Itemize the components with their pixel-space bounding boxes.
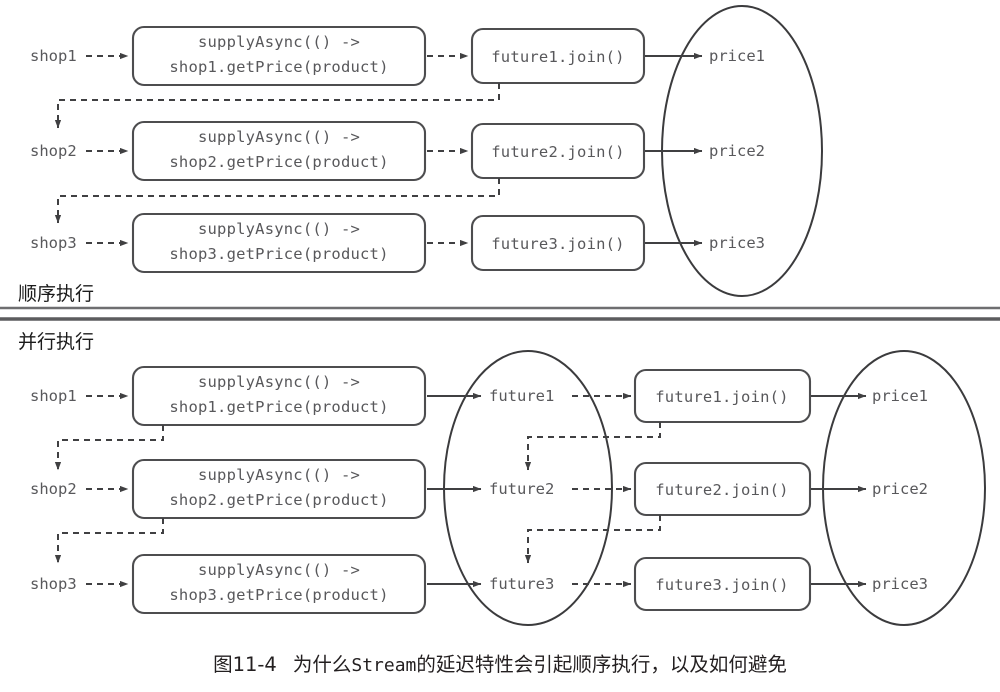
join-label: future1.join() [491,48,624,66]
supply-async-line2: shop3.getPrice(product) [169,245,388,263]
parallel-left-feedback-1 [54,425,164,471]
future-label: future2 [489,480,554,498]
join-box[interactable] [470,122,646,180]
result-label: price2 [872,480,928,498]
result-label: price1 [872,387,928,405]
parallel-row: shop3 supplyAsync(() -> shop3.getPrice(p… [30,553,928,615]
result-label: price2 [709,142,765,160]
caption-number: 图11-4 [213,653,277,676]
supply-async-line1: supplyAsync(() -> [198,373,360,391]
join-label: future2.join() [491,143,624,161]
sequential-section: shop1 supplyAsync(() -> shop1.getPrice(p… [18,5,823,305]
supply-async-line1: supplyAsync(() -> [198,466,360,484]
caption-text-part1: 为什么 [292,653,352,676]
parallel-section: 并行执行 shop1 supplyAsync(() -> shop1.getPr… [18,331,986,626]
parallel-row: shop2 supplyAsync(() -> shop2.getPrice(p… [30,458,928,520]
supply-async-box[interactable] [131,553,427,615]
supply-async-box[interactable] [131,365,427,427]
join-label: future3.join() [491,235,624,253]
source-label: shop1 [30,47,77,65]
supply-async-box[interactable] [131,25,427,87]
caption-text-part2: 的延迟特性会引起顺序执行，以及如何避免 [416,653,787,676]
result-label: price1 [709,47,765,65]
parallel-row: shop1 supplyAsync(() -> shop1.getPrice(p… [30,365,928,427]
future-label: future3 [489,575,554,593]
supply-async-line2: shop3.getPrice(product) [169,586,388,604]
sequential-section-label: 顺序执行 [18,283,94,305]
supply-async-line1: supplyAsync(() -> [198,128,360,146]
join-box[interactable] [633,461,812,517]
join-label: future1.join() [655,388,788,406]
sequential-row: shop3 supplyAsync(() -> shop3.getPrice(p… [30,212,765,274]
supply-async-box[interactable] [131,458,427,520]
source-label: shop3 [30,575,77,593]
sequential-row: shop1 supplyAsync(() -> shop1.getPrice(p… [30,25,765,87]
supply-async-line1: supplyAsync(() -> [198,220,360,238]
result-label: price3 [872,575,928,593]
supply-async-line2: shop1.getPrice(product) [169,58,388,76]
supply-async-line1: supplyAsync(() -> [198,561,360,579]
future-label: future1 [489,387,554,405]
join-box[interactable] [633,556,812,612]
supply-async-box[interactable] [131,120,427,182]
figure-caption: 图11-4 为什么Stream的延迟特性会引起顺序执行，以及如何避免 [0,648,1000,677]
parallel-section-label: 并行执行 [18,331,94,353]
result-label: price3 [709,234,765,252]
join-box[interactable] [470,214,646,272]
join-label: future2.join() [655,481,788,499]
source-label: shop3 [30,234,77,252]
supply-async-line2: shop1.getPrice(product) [169,398,388,416]
parallel-join-feedback-1 [524,422,661,471]
join-box[interactable] [633,368,812,424]
join-box[interactable] [470,27,646,85]
parallel-join-feedback-2 [524,515,661,564]
caption-mono-term: Stream [351,655,417,676]
source-label: shop2 [30,480,77,498]
source-label: shop2 [30,142,77,160]
supply-async-line2: shop2.getPrice(product) [169,491,388,509]
parallel-left-feedback-2 [54,518,164,564]
source-label: shop1 [30,387,77,405]
supply-async-line2: shop2.getPrice(product) [169,153,388,171]
supply-async-line1: supplyAsync(() -> [198,33,360,51]
supply-async-box[interactable] [131,212,427,274]
sequential-row: shop2 supplyAsync(() -> shop2.getPrice(p… [30,120,765,182]
join-label: future3.join() [655,576,788,594]
